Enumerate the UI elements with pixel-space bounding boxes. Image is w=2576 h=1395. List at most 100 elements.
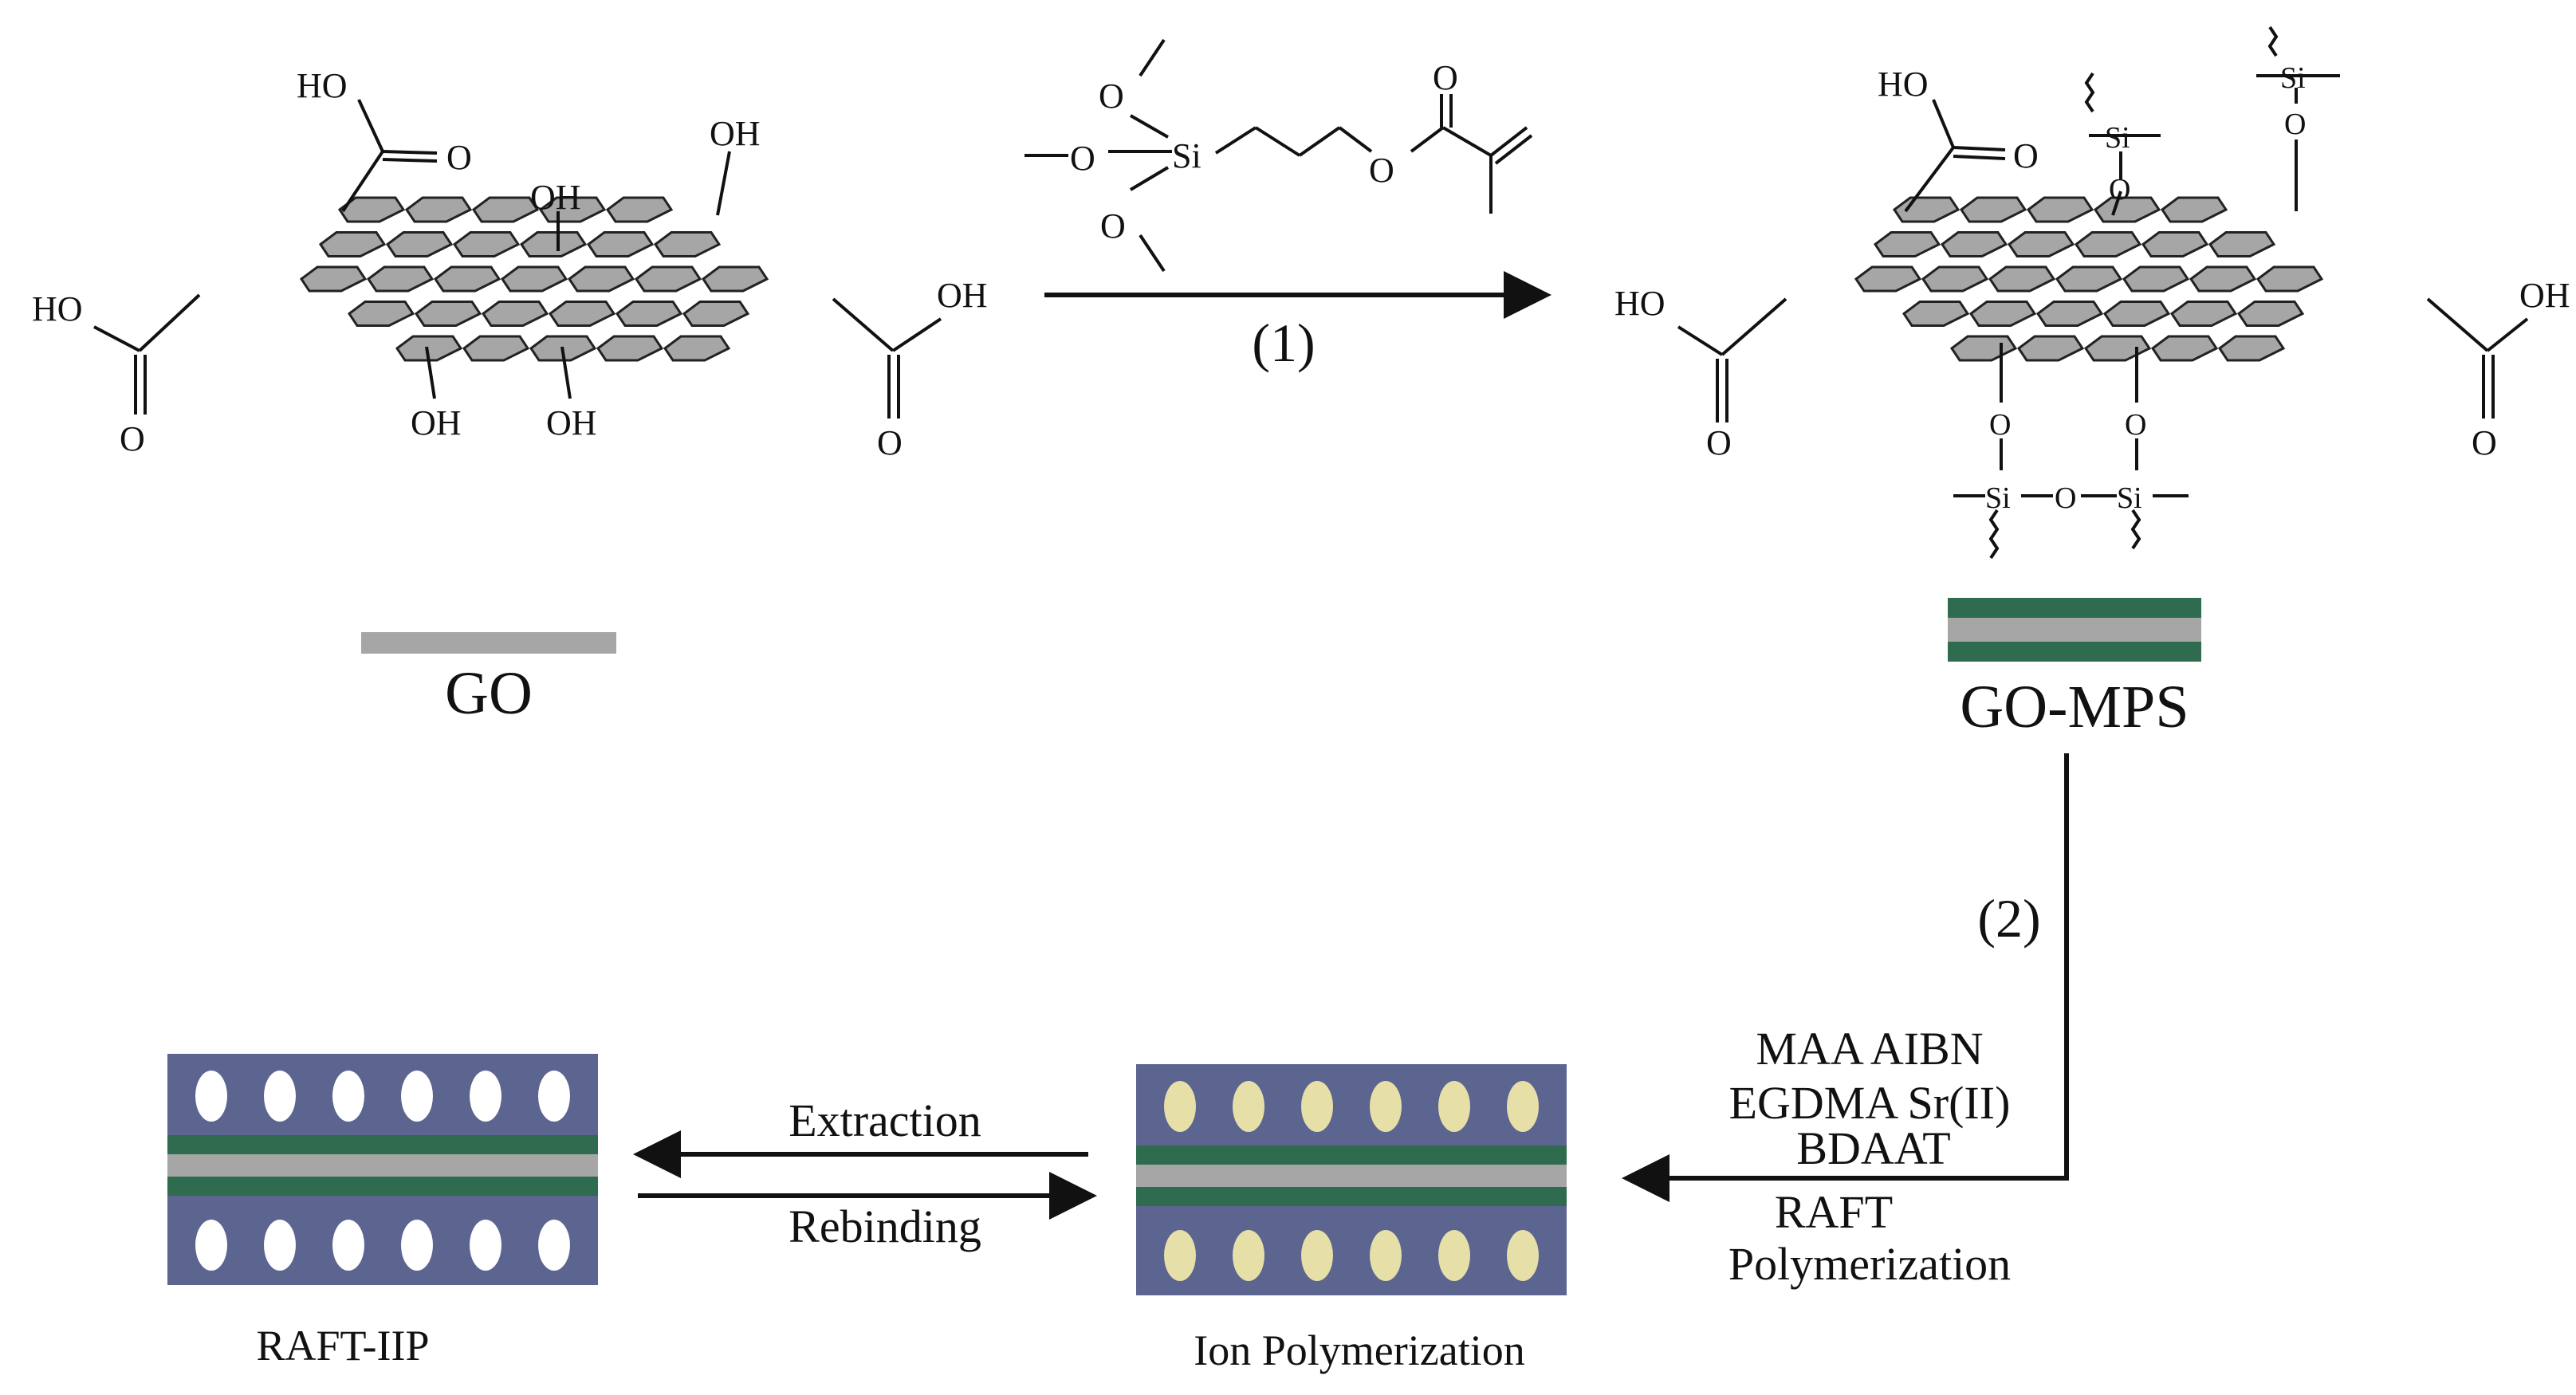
graphene-ring xyxy=(2035,301,2104,327)
imprinted-cavity xyxy=(264,1220,296,1271)
mps-reagent-structure: O O Si O O O xyxy=(1025,38,1533,273)
graphene-ring xyxy=(701,265,769,293)
template-ion xyxy=(1233,1081,1264,1132)
go-label: OH xyxy=(546,403,597,442)
graphene-ring xyxy=(663,335,731,362)
go-label: HO xyxy=(297,66,348,105)
graphene-ring xyxy=(337,196,406,223)
silane-atom: O xyxy=(2284,108,2306,141)
silane-atom: O xyxy=(2055,481,2076,515)
graphene-ring xyxy=(2016,335,2085,362)
go-label: OH xyxy=(710,114,761,153)
mps-atom: O xyxy=(1100,206,1126,246)
graphene-ring xyxy=(682,301,750,327)
graphene-ring xyxy=(605,196,674,223)
graphene-ring xyxy=(2217,335,2286,362)
graphene-ring xyxy=(567,265,635,293)
imprinted-cavity xyxy=(264,1071,296,1122)
imprinted-cavity xyxy=(538,1220,570,1271)
graphene-ring xyxy=(1988,265,2056,293)
graphene-ring xyxy=(2102,301,2171,327)
template-ion xyxy=(1301,1081,1333,1132)
silane-atom: Si xyxy=(2280,61,2306,95)
gomps-bonds xyxy=(1677,26,2529,560)
gomps-label: O xyxy=(2013,136,2039,175)
graphene-ring xyxy=(318,231,387,257)
graphene-ring xyxy=(395,335,463,362)
ion-polymerization-block xyxy=(1136,1064,1567,1295)
reagents-line2: EGDMA Sr(II) xyxy=(1729,1077,2011,1129)
extraction-label: Extraction xyxy=(789,1094,981,1146)
silane-atom: O xyxy=(2125,408,2146,442)
gomps-group-labels: HO O HO O OH O xyxy=(1614,65,2570,462)
imprinted-cavity xyxy=(538,1071,570,1122)
raft-iip-block xyxy=(167,1054,598,1285)
silane-atom: Si xyxy=(2105,121,2130,155)
mps-atom: Si xyxy=(1172,136,1201,175)
graphene-ring xyxy=(452,231,521,257)
imprinted-cavity xyxy=(195,1220,227,1271)
graphene-ring xyxy=(2141,231,2209,257)
imprinted-cavity xyxy=(332,1220,364,1271)
graphene-ring xyxy=(2007,231,2075,257)
silane-atom: O xyxy=(2109,173,2130,206)
template-ion xyxy=(1164,1081,1196,1132)
silane-atom: Si xyxy=(2117,481,2142,515)
graphene-ring xyxy=(1959,196,2027,223)
go-label: O xyxy=(120,419,145,458)
template-ion xyxy=(1370,1081,1402,1132)
graphene-ring xyxy=(548,301,616,327)
graphene-ring xyxy=(414,301,482,327)
gomps-label: HO xyxy=(1614,284,1666,323)
imprinted-cavity xyxy=(401,1220,433,1271)
ion-polymerization-caption: Ion Polymerization xyxy=(1194,1326,1524,1374)
gomps-symbol xyxy=(1948,598,2201,662)
graphene-ring xyxy=(653,231,722,257)
go-graphene-sheet xyxy=(299,196,769,362)
graphene-ring xyxy=(1854,265,1922,293)
go-label: OH xyxy=(411,403,462,442)
graphene-ring xyxy=(299,265,368,293)
graphene-ring xyxy=(2055,265,2123,293)
graphene-ring xyxy=(347,301,415,327)
graphene-ring xyxy=(586,231,655,257)
graphene-ring xyxy=(634,265,702,293)
graphene-ring xyxy=(519,231,588,257)
imprinted-cavity xyxy=(401,1071,433,1122)
gomps-graphene-sheet xyxy=(1854,196,2324,362)
gomps-label: O xyxy=(1706,423,1732,462)
graphene-ring xyxy=(2208,231,2276,257)
template-ion xyxy=(1233,1230,1264,1281)
template-ion xyxy=(1301,1230,1333,1281)
gomps-label: OH xyxy=(2519,276,2570,315)
silane-atom: Si xyxy=(1985,481,2011,515)
method-line1: RAFT xyxy=(1775,1186,1893,1238)
go-group-labels: HO O OH OH HO O OH O OH OH xyxy=(32,66,988,462)
graphene-ring xyxy=(2169,301,2238,327)
reagent-list: MAA AIBN EGDMA Sr(II) BDAAT RAFT Polymer… xyxy=(1728,1023,2011,1290)
graphene-ring xyxy=(2083,335,2152,362)
go-label: OH xyxy=(530,178,581,217)
graphene-ring xyxy=(2093,196,2161,223)
graphene-ring xyxy=(596,335,664,362)
rebinding-label: Rebinding xyxy=(789,1200,981,1252)
graphene-ring xyxy=(1873,231,1941,257)
go-label: O xyxy=(877,423,903,462)
go-label: OH xyxy=(937,276,988,315)
graphene-ring xyxy=(2255,265,2324,293)
template-ion xyxy=(1507,1081,1539,1132)
mps-atom: O xyxy=(1070,139,1095,178)
reagents-line3: BDAAT xyxy=(1796,1122,1950,1174)
graphene-ring xyxy=(404,196,473,223)
mps-atom: O xyxy=(1099,77,1124,116)
imprinted-cavity xyxy=(470,1071,501,1122)
step1-label: (1) xyxy=(1252,312,1315,373)
imprinted-cavity xyxy=(195,1071,227,1122)
graphene-ring xyxy=(1940,231,2008,257)
graphene-ring xyxy=(2150,335,2219,362)
template-ion xyxy=(1438,1230,1470,1281)
go-label: HO xyxy=(32,289,83,328)
mps-atom: O xyxy=(1369,151,1394,190)
graphene-ring xyxy=(1968,301,2037,327)
graphene-ring xyxy=(1892,196,1961,223)
